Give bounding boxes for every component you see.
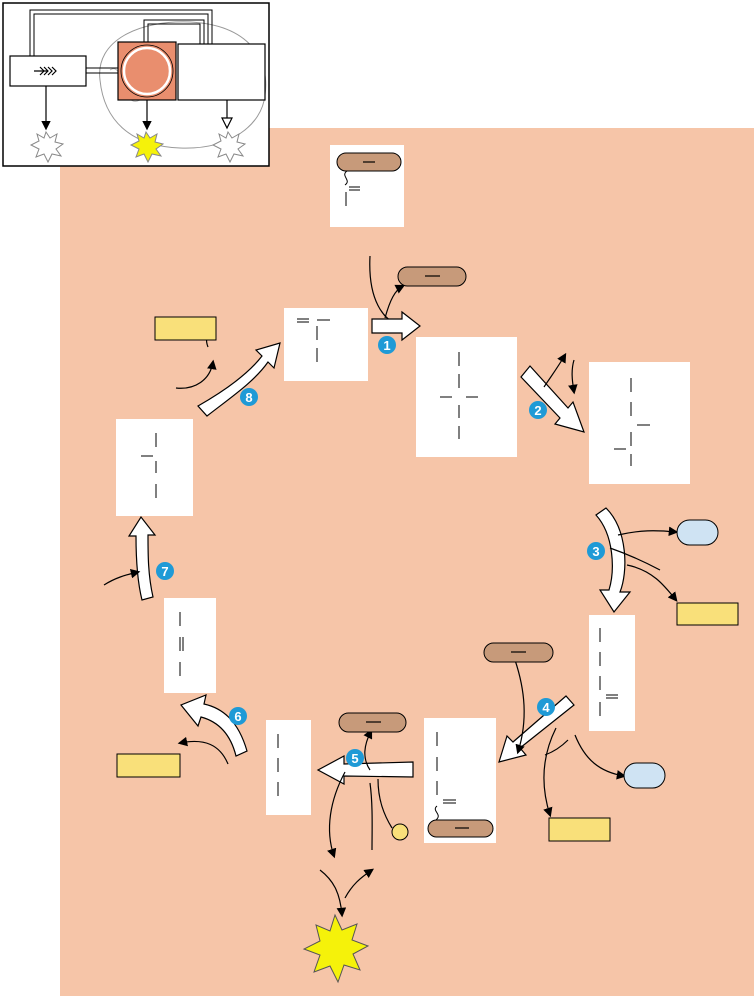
inset-electron-transport-box (177, 43, 266, 101)
compound-box (284, 308, 368, 381)
energy-burst-icon (211, 130, 247, 164)
nad-box (154, 316, 217, 341)
svg-text:7: 7 (161, 564, 168, 579)
svg-text:2: 2 (534, 403, 541, 418)
glycolysis-arrow-icon (34, 66, 57, 76)
cycle-background-panel (60, 128, 754, 996)
svg-text:4: 4 (542, 700, 550, 715)
step-badge-4: 4 (537, 698, 555, 716)
coa-capsule (483, 642, 554, 663)
compound-box (589, 362, 690, 484)
coa-capsule (397, 266, 467, 287)
energy-burst-icon (129, 130, 165, 164)
compound-box (266, 720, 311, 815)
step-badge-6: 6 (229, 707, 247, 725)
compound-box (416, 337, 517, 457)
svg-text:3: 3 (592, 544, 599, 559)
svg-text:8: 8 (245, 390, 252, 405)
nad-box (548, 817, 611, 842)
step-badge-3: 3 (587, 542, 605, 560)
atp-burst (302, 913, 370, 984)
co2-oval (623, 762, 666, 789)
energy-burst-icon (29, 130, 65, 164)
compound-box (116, 419, 193, 516)
compound-box (589, 615, 635, 731)
step-arrow (127, 310, 632, 786)
coa-capsule (338, 712, 407, 733)
step-badge-2: 2 (529, 401, 547, 419)
svg-text:6: 6 (234, 709, 241, 724)
phosphate-circle (391, 823, 409, 841)
acetyl-coa-input-box (330, 145, 404, 227)
svg-text:5: 5 (351, 751, 358, 766)
inset-overview (2, 2, 270, 167)
nad-box (676, 602, 739, 626)
svg-text:1: 1 (383, 338, 390, 353)
compound-box (424, 718, 496, 843)
compound-box (164, 598, 216, 693)
step-badge-7: 7 (156, 562, 174, 580)
step-badge-5: 5 (346, 749, 364, 767)
step-badge-1: 1 (378, 336, 396, 354)
cycle-circle-icon (122, 46, 172, 96)
nad-box (116, 753, 181, 778)
step-badge-8: 8 (240, 388, 258, 406)
co2-oval (676, 519, 719, 546)
